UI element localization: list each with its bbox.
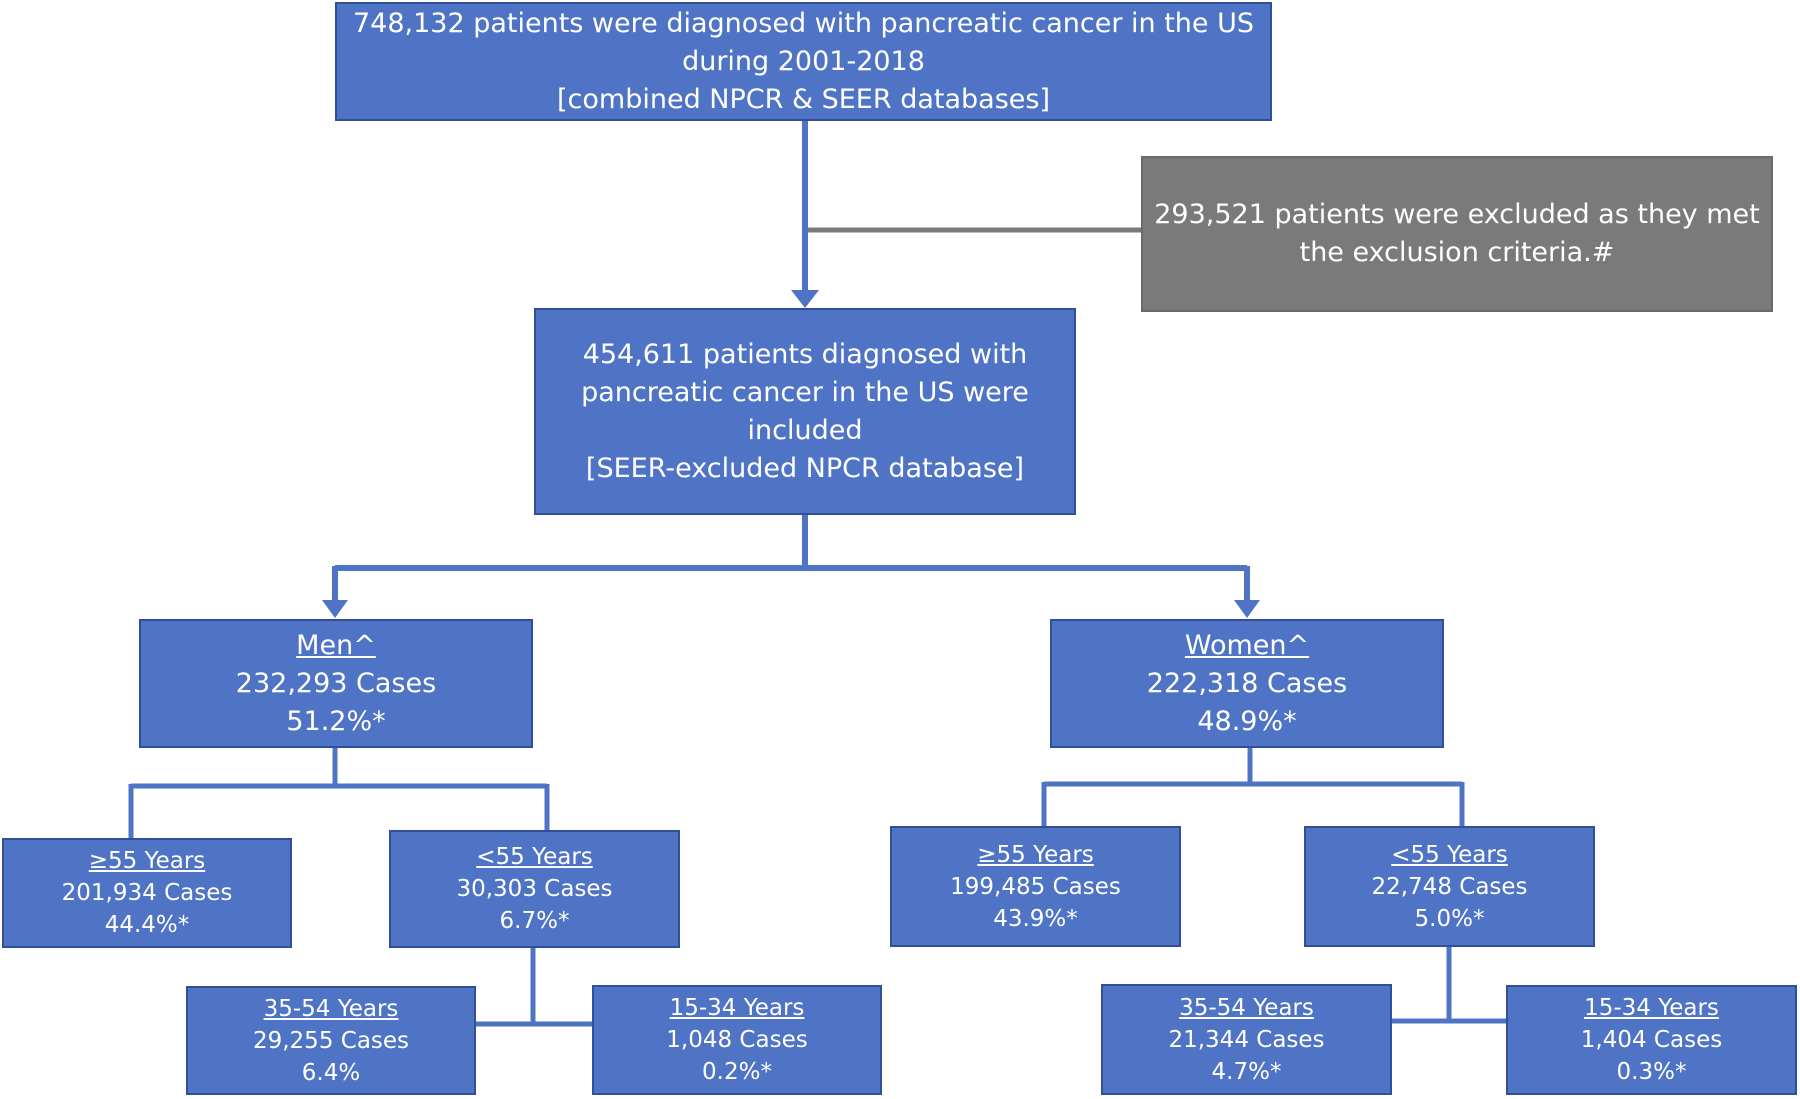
arrowhead-included [791, 290, 819, 308]
women-35-54-percent: 4.7%* [1211, 1058, 1282, 1085]
women-cases: 222,318 Cases [1146, 667, 1348, 699]
men-15-34-percent: 0.2%* [702, 1059, 772, 1085]
arrowhead-men [322, 600, 348, 618]
women-ge55-box: ≥55 Years 199,485 Cases 43.9%* [890, 826, 1181, 947]
men-35-54-title: 35-54 Years [263, 995, 399, 1022]
women-35-54-cases: 21,344 Cases [1168, 1026, 1325, 1053]
women-lt55-box: <55 Years 22,748 Cases 5.0%* [1304, 826, 1595, 947]
women-title: Women^ [1184, 629, 1310, 661]
men-title: Men^ [296, 629, 376, 661]
women-15-34-percent: 0.3%* [1616, 1059, 1687, 1085]
women-ge55-title: ≥55 Years [977, 841, 1094, 868]
women-ge55-percent: 43.9%* [993, 905, 1078, 932]
women-ge55-cases: 199,485 Cases [950, 873, 1121, 900]
included-line-4: [SEER-excluded NPCR database] [585, 452, 1025, 484]
women-35-54-box: 35-54 Years 21,344 Cases 4.7%* [1101, 984, 1392, 1095]
men-15-34-box: 15-34 Years 1,048 Cases 0.2%* [592, 985, 882, 1095]
total-line-2: during 2001-2018 [682, 45, 925, 77]
men-lt55-percent: 6.7%* [499, 908, 570, 934]
men-35-54-box: 35-54 Years 29,255 Cases 6.4% [186, 986, 476, 1095]
women-percent: 48.9%* [1197, 705, 1297, 737]
men-box: Men^ 232,293 Cases 51.2%* [139, 619, 533, 748]
men-ge55-cases: 201,934 Cases [61, 880, 233, 906]
included-line-2: pancreatic cancer in the US were [581, 376, 1029, 408]
women-lt55-percent: 5.0%* [1414, 905, 1485, 932]
included-box: 454,611 patients diagnosed with pancreat… [534, 308, 1076, 515]
women-15-34-title: 15-34 Years [1584, 995, 1719, 1021]
women-35-54-title: 35-54 Years [1179, 994, 1314, 1021]
total-line-1: 748,132 patients were diagnosed with pan… [352, 7, 1255, 39]
women-lt55-cases: 22,748 Cases [1371, 873, 1528, 900]
included-line-3: included [747, 414, 863, 446]
men-ge55-percent: 44.4%* [104, 912, 190, 938]
women-15-34-cases: 1,404 Cases [1580, 1027, 1723, 1053]
total-patients-box: 748,132 patients were diagnosed with pan… [335, 2, 1272, 121]
total-line-3: [combined NPCR & SEER databases] [557, 83, 1050, 115]
women-box: Women^ 222,318 Cases 48.9%* [1050, 619, 1444, 748]
men-15-34-cases: 1,048 Cases [666, 1027, 808, 1053]
women-15-34-box: 15-34 Years 1,404 Cases 0.3%* [1506, 985, 1797, 1095]
men-lt55-box: <55 Years 30,303 Cases 6.7%* [389, 830, 680, 948]
excluded-box: 293,521 patients were excluded as they m… [1141, 156, 1773, 312]
excluded-line-2: the exclusion criteria.# [1299, 237, 1615, 268]
men-percent: 51.2%* [286, 705, 386, 737]
men-15-34-title: 15-34 Years [669, 995, 805, 1021]
men-ge55-title: ≥55 Years [88, 848, 206, 874]
excluded-line-1: 293,521 patients were excluded as they m… [1154, 199, 1760, 230]
men-35-54-percent: 6.4% [301, 1059, 361, 1086]
men-ge55-box: ≥55 Years 201,934 Cases 44.4%* [2, 838, 292, 948]
men-lt55-title: <55 Years [476, 844, 593, 870]
women-lt55-title: <55 Years [1391, 841, 1508, 868]
men-lt55-cases: 30,303 Cases [456, 876, 613, 902]
men-35-54-cases: 29,255 Cases [252, 1027, 410, 1054]
included-line-1: 454,611 patients diagnosed with [582, 338, 1028, 370]
arrowhead-women [1234, 600, 1260, 618]
men-cases: 232,293 Cases [235, 667, 437, 699]
